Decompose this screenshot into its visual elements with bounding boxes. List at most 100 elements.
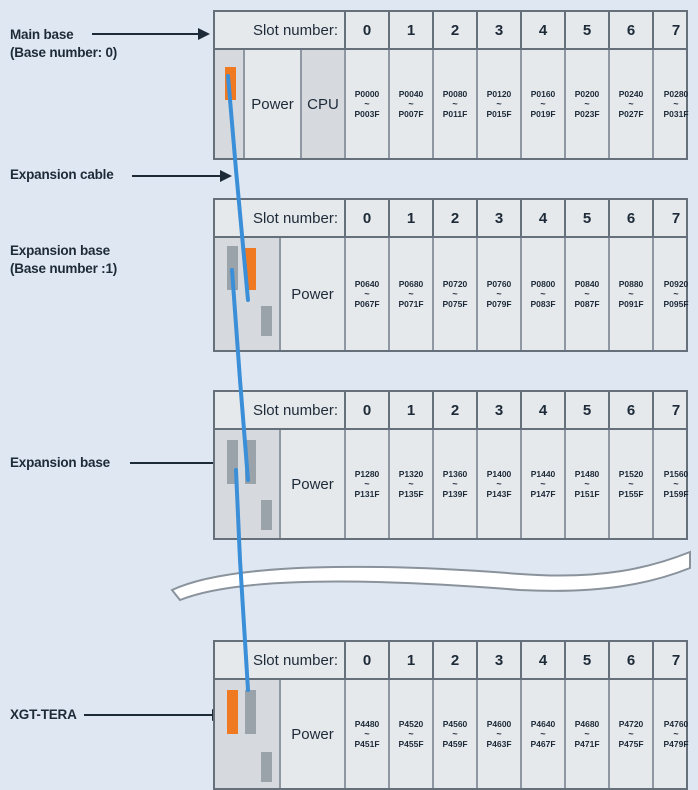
- slot-number-6: 6: [610, 12, 654, 48]
- slot-address-2: P0720~P075F: [434, 238, 478, 350]
- slot-address-3: P4600~P463F: [478, 680, 522, 788]
- xgt-tera-base: Slot number: 0 1 2 3 4 5 6 7 Power P4480…: [213, 640, 689, 790]
- slot-address-5: P4680~P471F: [566, 680, 610, 788]
- slot-address-7: P4760~P479F: [663, 719, 689, 749]
- slot-address-1: P0040~P007F: [390, 50, 434, 158]
- slot-address-5: P1480~P151F: [566, 430, 610, 538]
- slot-header-row: Slot number: 0 1 2 3 4 5 6 7: [215, 200, 686, 238]
- power-module: Power: [245, 50, 302, 158]
- arrow-main-base: [92, 28, 210, 40]
- slot-number-0: 0: [346, 200, 390, 236]
- slot-number-7: 7: [671, 21, 681, 39]
- slot-number-4: 4: [522, 12, 566, 48]
- slot-number-1: 1: [390, 12, 434, 48]
- slot-address-6: P0240~P027F: [610, 50, 654, 158]
- slot-number-1: 1: [390, 200, 434, 236]
- slot-address-2: P0080~P011F: [434, 50, 478, 158]
- label-xgt-tera: XGT-TERA: [10, 707, 77, 722]
- slot-number-5: 5: [566, 642, 610, 678]
- slot-number-5: 5: [566, 200, 610, 236]
- connector-terminator: [261, 500, 272, 530]
- slot-number-0: 0: [346, 642, 390, 678]
- slot-address-2: P4560~P459F: [434, 680, 478, 788]
- slot-number-6: 6: [610, 392, 654, 428]
- arrow-xgt-tera: [84, 709, 224, 721]
- slot-address-4: P1440~P147F: [522, 430, 566, 538]
- slot-number-0: 0: [346, 392, 390, 428]
- slot-address-5: P0200~P023F: [566, 50, 610, 158]
- slot-address-6: P4720~P475F: [610, 680, 654, 788]
- power-module: Power: [281, 680, 346, 788]
- slot-address-3: P0120~P015F: [478, 50, 522, 158]
- slot-number-1: 1: [390, 642, 434, 678]
- slot-number-7: 7: [671, 651, 681, 669]
- power-module: Power: [281, 238, 346, 350]
- cpu-module: CPU: [302, 50, 346, 158]
- slot-address-0: P0000~P003F: [346, 50, 390, 158]
- arrow-expansion-base-2: [130, 457, 228, 469]
- slot-address-3: P0760~P079F: [478, 238, 522, 350]
- slot-number-5: 5: [566, 12, 610, 48]
- connector-out: [245, 440, 256, 484]
- slot-address-5: P0840~P087F: [566, 238, 610, 350]
- label-expansion-cable: Expansion cable: [10, 167, 114, 182]
- slot-address-7: P0920~P095F: [663, 279, 689, 309]
- slot-address-6: P0880~P091F: [610, 238, 654, 350]
- terminator-connector: [227, 690, 238, 734]
- slot-header-label: Slot number:: [252, 209, 338, 227]
- slot-number-3: 3: [478, 200, 522, 236]
- connector-terminator: [261, 752, 272, 782]
- slot-address-3: P1400~P143F: [478, 430, 522, 538]
- slot-number-3: 3: [478, 12, 522, 48]
- main-base: Slot number: 0 1 2 3 4 5 6 7 Power CPU P…: [213, 10, 689, 160]
- slot-header-label: Slot number:: [252, 401, 338, 419]
- slot-number-1: 1: [390, 392, 434, 428]
- slot-address-4: P0800~P083F: [522, 238, 566, 350]
- slot-number-2: 2: [434, 200, 478, 236]
- slot-address-7: P1560~P159F: [663, 469, 689, 499]
- label-expansion-base-1: Expansion base (Base number :1): [10, 243, 118, 276]
- connector-in: [227, 246, 238, 290]
- slot-number-5: 5: [566, 392, 610, 428]
- slot-number-7: 7: [671, 209, 681, 227]
- label-expansion-base-2: Expansion base: [10, 455, 110, 470]
- slot-header-label: Slot number:: [252, 651, 338, 669]
- break-symbol: [170, 550, 691, 602]
- slot-address-6: P1520~P155F: [610, 430, 654, 538]
- slot-address-2: P1360~P139F: [434, 430, 478, 538]
- connector-in: [245, 690, 256, 734]
- slot-number-6: 6: [610, 642, 654, 678]
- slot-number-2: 2: [434, 12, 478, 48]
- connector-terminator: [261, 306, 272, 336]
- label-main-base: Main base (Base number: 0): [10, 27, 118, 60]
- slot-address-1: P1320~P135F: [390, 430, 434, 538]
- slot-header-row: Slot number: 0 1 2 3 4 5 6 7: [215, 12, 686, 50]
- slot-header-row: Slot number: 0 1 2 3 4 5 6 7: [215, 642, 686, 680]
- slot-address-0: P1280~P131F: [346, 430, 390, 538]
- slot-number-2: 2: [434, 642, 478, 678]
- slot-number-6: 6: [610, 200, 654, 236]
- slot-number-4: 4: [522, 392, 566, 428]
- slot-address-4: P0160~P019F: [522, 50, 566, 158]
- break-band: [170, 550, 691, 602]
- arrow-expansion-cable: [132, 170, 232, 182]
- slot-address-0: P0640~P067F: [346, 238, 390, 350]
- slot-number-4: 4: [522, 200, 566, 236]
- expansion-base-1: Slot number: 0 1 2 3 4 5 6 7 Power P0640…: [213, 198, 689, 352]
- expansion-base-2: Slot number: 0 1 2 3 4 5 6 7 Power P1280…: [213, 390, 689, 540]
- slot-header-row: Slot number: 0 1 2 3 4 5 6 7: [215, 392, 686, 430]
- slot-number-2: 2: [434, 392, 478, 428]
- slot-address-1: P4520~P455F: [390, 680, 434, 788]
- slot-header-label: Slot number:: [252, 21, 338, 39]
- slot-number-3: 3: [478, 642, 522, 678]
- slot-address-7: P0280~P031F: [663, 89, 689, 119]
- slot-number-3: 3: [478, 392, 522, 428]
- connector-out: [225, 67, 236, 100]
- power-module: Power: [281, 430, 346, 538]
- connector-in: [227, 440, 238, 484]
- slot-number-0: 0: [346, 12, 390, 48]
- connector-out: [245, 248, 256, 290]
- slot-number-4: 4: [522, 642, 566, 678]
- slot-address-4: P4640~P467F: [522, 680, 566, 788]
- slot-address-1: P0680~P071F: [390, 238, 434, 350]
